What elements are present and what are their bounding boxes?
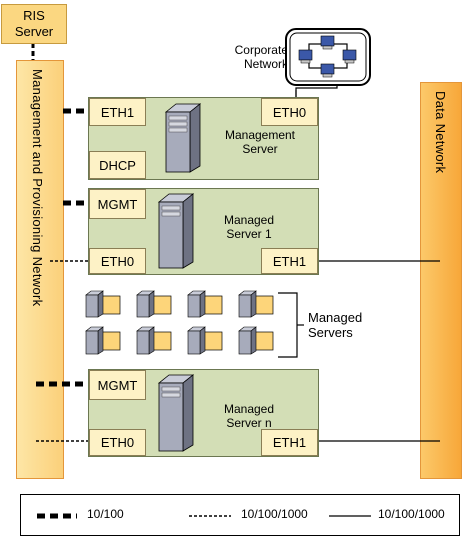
legend-item-3-label: 10/100/1000 (378, 507, 445, 521)
data-network-label: Data Network (433, 91, 448, 174)
small-server-icon (85, 326, 121, 355)
legend-item-2-label: 10/100/1000 (241, 507, 308, 521)
ris-server-label-line1: RIS (23, 8, 45, 23)
managed-server-1-icon (157, 193, 195, 269)
line-type-legend: 10/100 10/100/1000 10/100/1000 (20, 494, 460, 536)
corporate-network-label-line2: Network (243, 57, 288, 71)
managed-server-1-box: MGMT ETH0 ETH1 Managed Server 1 (88, 188, 319, 275)
management-server-label-line1: Management (224, 128, 296, 142)
legend-item-1-label: 10/100 (87, 507, 124, 521)
management-server-icon (164, 103, 202, 173)
managed-server-n-label-line2: Server n (226, 416, 272, 430)
management-network-bar: Management and Provisioning Network (16, 60, 64, 479)
managed-server-1-label-line1: Managed (223, 213, 275, 227)
managed-server-n-box: MGMT ETH0 ETH1 Managed Server n (88, 369, 319, 457)
managed-server-n-icon (157, 374, 195, 452)
server1-mgmt-port: MGMT (89, 189, 146, 219)
management-network-label: Management and Provisioning Network (30, 69, 45, 307)
managed-server-n-label-line1: Managed (223, 402, 275, 416)
small-server-icon (136, 326, 172, 355)
small-server-icon (187, 290, 223, 318)
mgmt-server-eth0-link (295, 84, 338, 98)
mgmt-server-eth0-port: ETH0 (261, 98, 318, 126)
corporate-network-icon (285, 28, 371, 86)
small-server-icon (238, 290, 274, 318)
mgmt-server-eth1-port: ETH1 (89, 98, 146, 126)
managed-server-1-label-line2: Server 1 (226, 227, 272, 241)
corporate-network-label-line1: Corporate (234, 43, 288, 57)
legend-thick-dashed-swatch (37, 513, 77, 519)
small-server-icon (136, 290, 172, 318)
data-network-bar: Data Network (420, 82, 462, 479)
managed-server-1-label: Managed Server 1 (209, 213, 289, 241)
managed-servers-label-line1: Managed (308, 310, 363, 325)
managed-servers-label-line2: Servers (308, 325, 353, 340)
legend-dotted-swatch (189, 515, 231, 517)
managed-servers-bracket (278, 292, 298, 358)
small-server-icon (187, 326, 223, 355)
server1-eth1-port: ETH1 (261, 248, 318, 274)
managed-servers-grid (83, 290, 278, 358)
servern-mgmt-port: MGMT (89, 370, 146, 400)
management-server-label: Management Server (215, 128, 305, 156)
small-server-icon (85, 290, 121, 318)
server1-eth0-port: ETH0 (89, 248, 146, 274)
servern-eth0-port: ETH0 (89, 429, 146, 456)
management-server-box: ETH1 ETH0 DHCP Management Server (88, 97, 319, 180)
ris-server-box: RIS Server (1, 4, 67, 44)
management-server-label-line2: Server (242, 142, 278, 156)
servern-eth1-port: ETH1 (261, 429, 318, 456)
managed-servers-group-label: Managed Servers (308, 310, 378, 340)
legend-solid-swatch (329, 515, 371, 517)
small-server-icon (238, 326, 274, 355)
managed-server-n-label: Managed Server n (209, 402, 289, 430)
mgmt-server-dhcp-port: DHCP (89, 151, 146, 179)
corporate-network-label: Corporate Network (218, 43, 288, 71)
ris-server-label-line2: Server (14, 24, 54, 39)
